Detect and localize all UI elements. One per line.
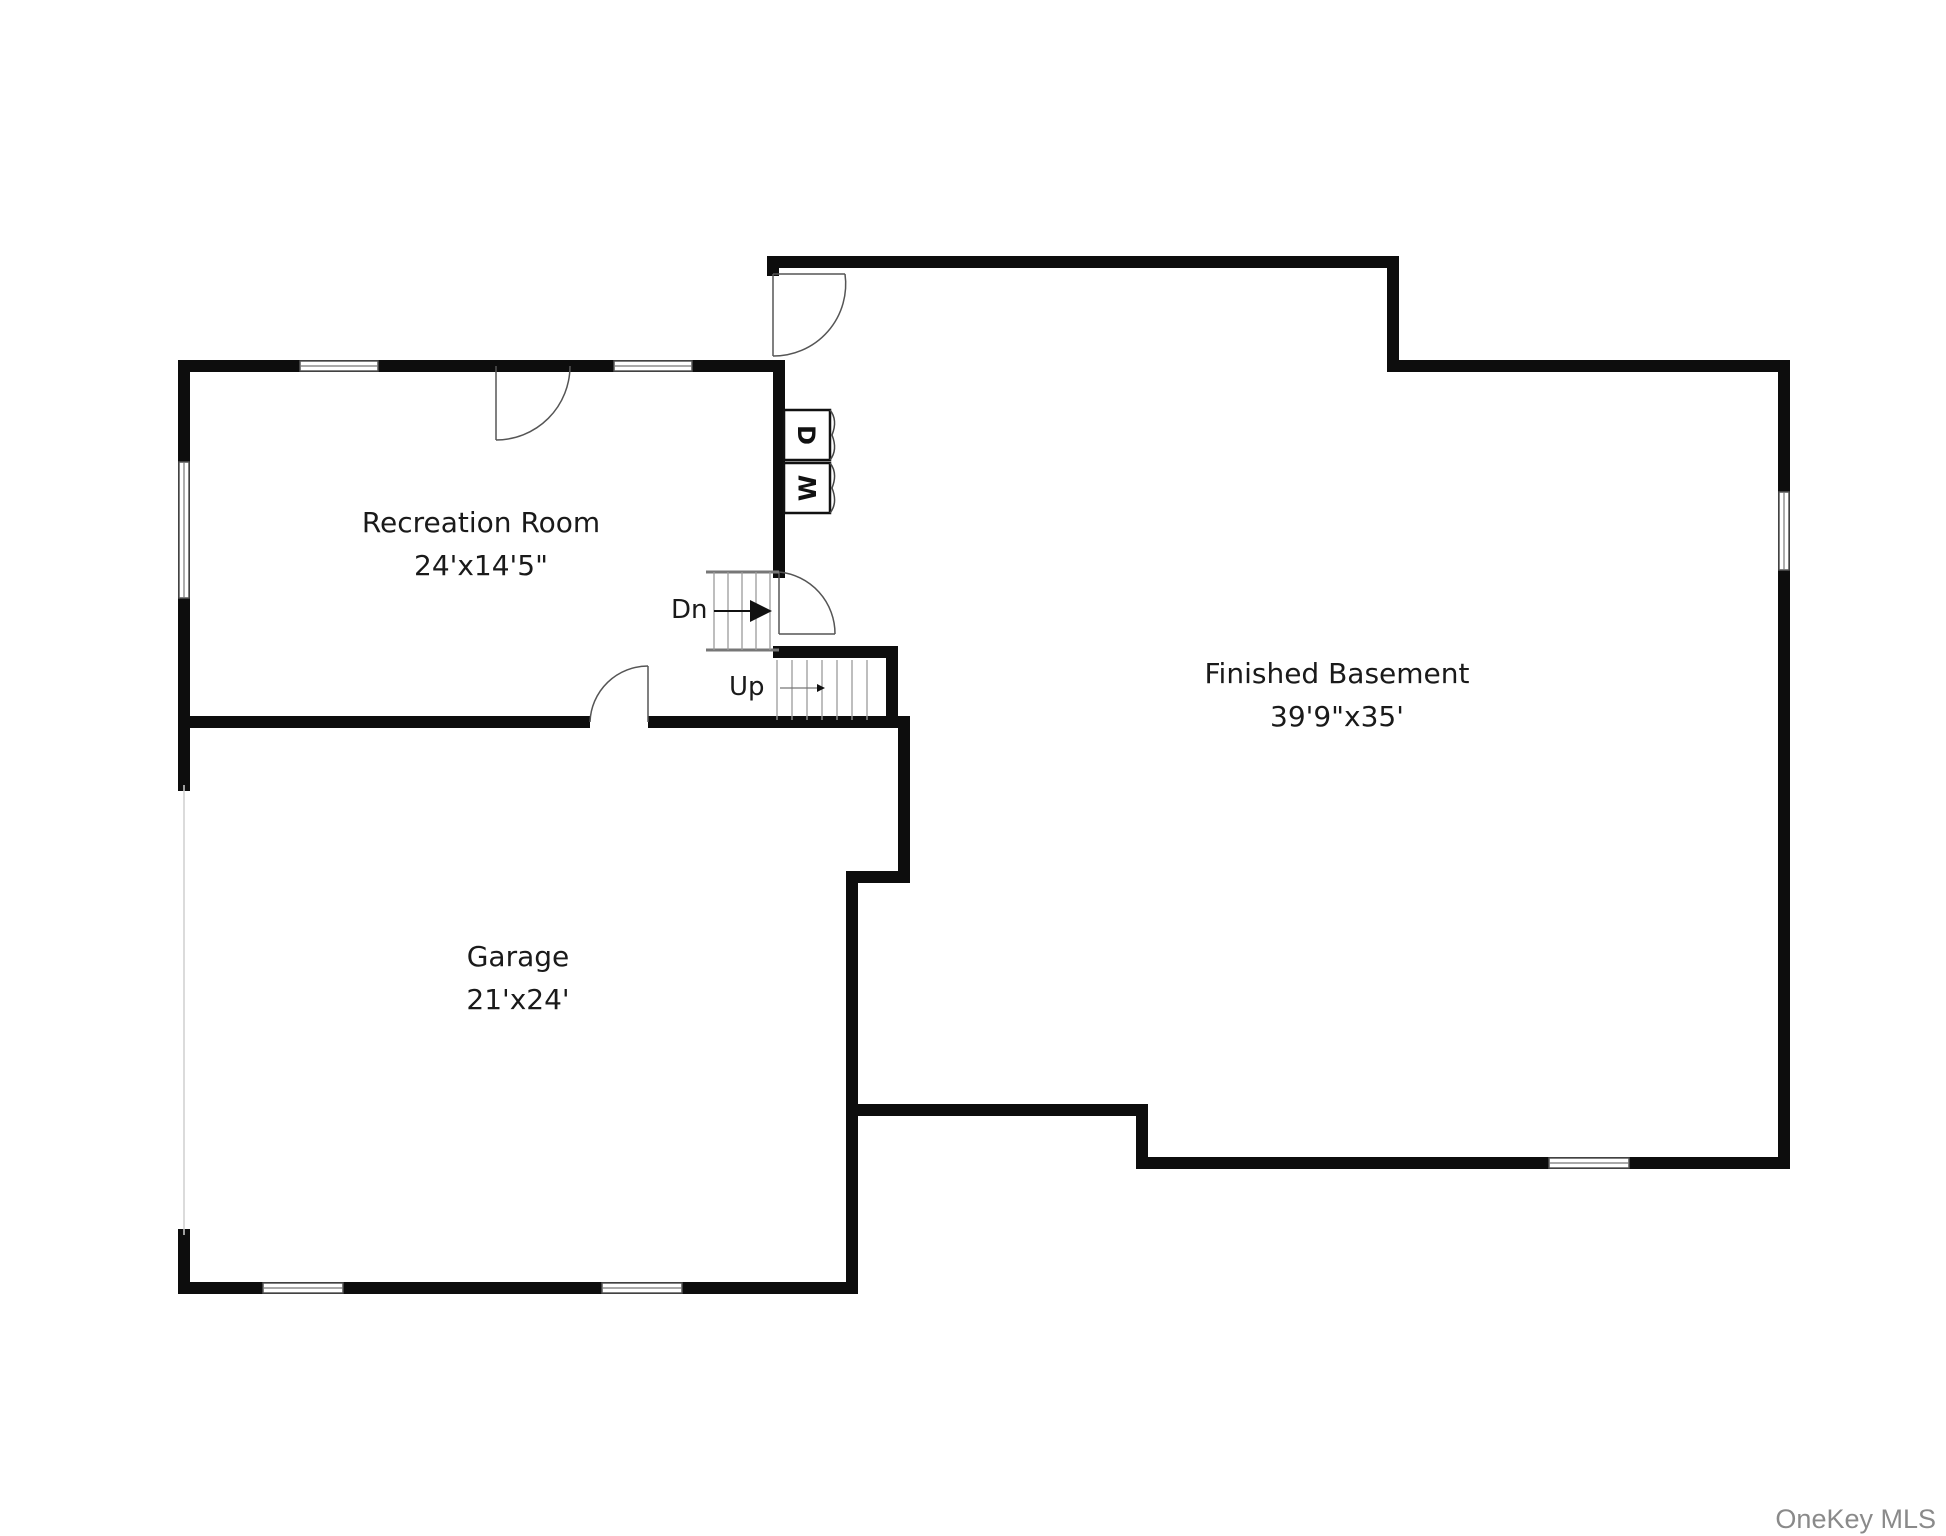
stair-door [778, 571, 836, 635]
basement-dims: 39'9"x35' [1270, 700, 1404, 733]
garage-dims: 21'x24' [466, 983, 569, 1016]
stair-up-label: Up [729, 672, 765, 702]
dryer-label: D [792, 425, 820, 445]
basement-corridor-door [772, 273, 847, 357]
rec-room-entry-door [495, 365, 571, 441]
windows [178, 360, 1790, 1294]
dryer: D [782, 408, 836, 462]
garage-name: Garage [467, 940, 570, 973]
up-stair [776, 660, 868, 720]
washer: W [782, 461, 836, 515]
garage-to-rec-door [589, 665, 649, 723]
down-arrow-icon [714, 600, 772, 622]
basement-name: Finished Basement [1204, 657, 1469, 690]
laundry-appliances: D W [782, 408, 836, 515]
room-labels: Recreation Room 24'x14'5" Garage 21'x24'… [362, 506, 1470, 1016]
stairs: Dn Up [671, 570, 868, 720]
washer-label: W [794, 475, 822, 501]
up-arrow-icon [780, 684, 825, 692]
walls [178, 256, 1790, 1294]
stair-down-label: Dn [671, 595, 708, 625]
doors [495, 273, 847, 723]
onekey-mls-watermark: OneKey MLS [1775, 1504, 1936, 1534]
recreation-room-dims: 24'x14'5" [414, 549, 548, 582]
recreation-room-name: Recreation Room [362, 506, 600, 539]
